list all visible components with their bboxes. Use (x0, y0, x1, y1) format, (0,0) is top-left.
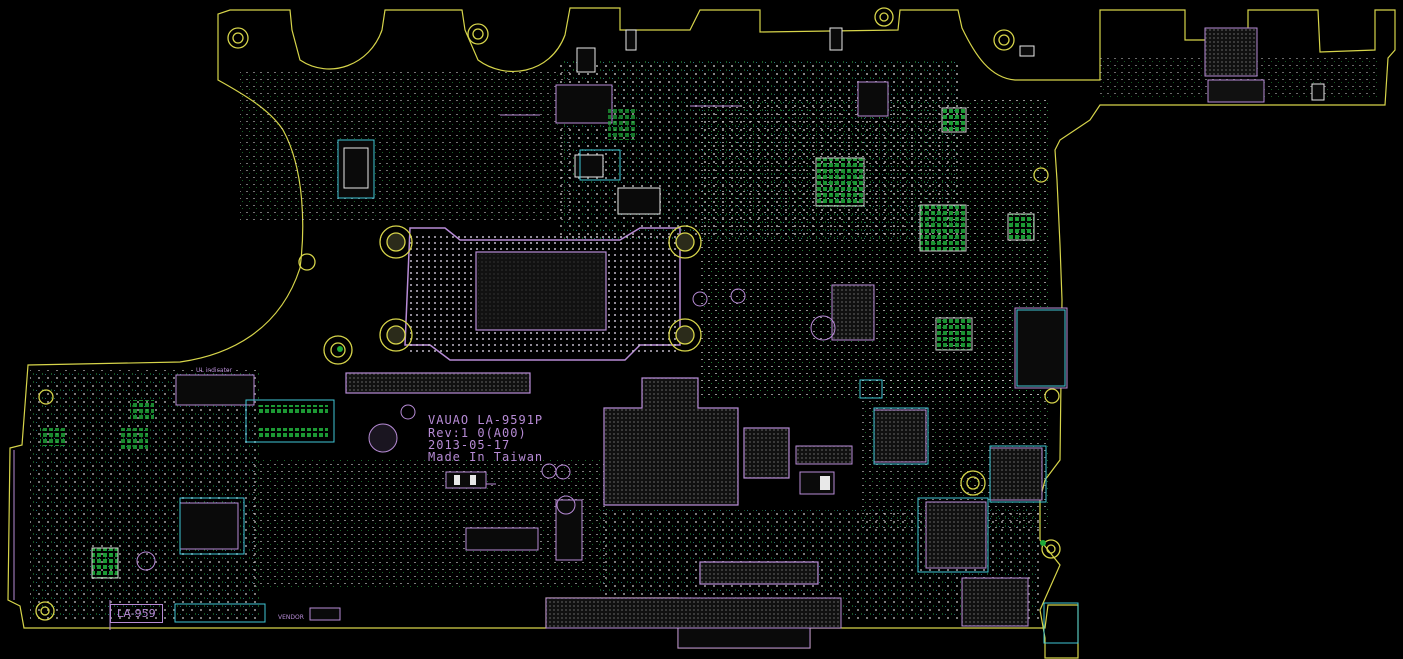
mounting-holes (35, 7, 1061, 621)
edge-connector (677, 627, 811, 649)
board-model-label: LA-959 (110, 604, 163, 623)
ic-lower-right (925, 501, 987, 569)
silkscreen-line-4: Made In Taiwan (428, 450, 544, 464)
ram-connector-1 (345, 372, 531, 394)
ic-lower-center (465, 527, 539, 551)
green-ic-pads (40, 107, 1035, 579)
bga-chip-2 (743, 427, 790, 479)
silkscreen-line-1: VAUAO LA-9591P (428, 413, 544, 427)
ul-box (175, 374, 255, 406)
ram-connector-2 (699, 561, 819, 585)
ic-upper-left (337, 139, 375, 199)
ic-upper-center (555, 84, 613, 124)
ic-upper-right-big (1204, 27, 1258, 77)
silkscreen-line-2: Rev:1 0(A00) (428, 426, 527, 440)
ic-right-mid (873, 409, 927, 463)
ic-center-small (795, 445, 853, 465)
silkscreen-line-3: 2013-05-17 (428, 438, 511, 452)
pch-chip (603, 377, 739, 506)
ic-lower-center-2 (555, 499, 583, 561)
vendor-label: VENDOR (278, 614, 304, 621)
cpu-socket (404, 227, 681, 361)
ul-indicator-label: UL indicator (196, 367, 233, 374)
ic-left-mid (179, 502, 239, 550)
ic-right-stack (989, 447, 1043, 501)
bottom-connector (545, 597, 842, 629)
ic-mid-right (831, 284, 875, 341)
board-outline (7, 7, 1396, 659)
ic-bottom-right (961, 577, 1029, 627)
hdmi-connector (1014, 307, 1068, 389)
vendor-box (309, 607, 341, 621)
